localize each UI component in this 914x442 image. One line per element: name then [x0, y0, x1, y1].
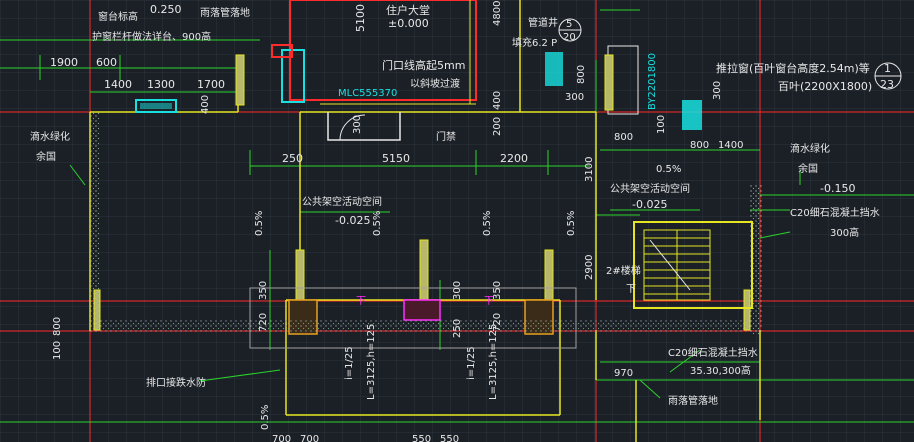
callout-right-num: 1	[884, 62, 891, 75]
callout-top-den: 20	[563, 32, 576, 43]
callout-top-num: 5	[566, 19, 572, 30]
text-stair: 2#楼梯	[606, 264, 641, 277]
dim-100: 100	[656, 115, 667, 134]
slope-05-d: 0.5%	[482, 211, 493, 236]
i-slope-a: i=1/25	[344, 346, 355, 380]
dim-250: 250	[282, 152, 303, 165]
text-louver-size: 百叶(2200X1800)	[778, 80, 872, 93]
text-planting-left-2: 余国	[36, 150, 56, 163]
dim-1400-b: 1400	[718, 140, 743, 151]
staircase[interactable]	[633, 221, 753, 309]
text-door-sill: 门口线高起5mm	[382, 58, 465, 72]
window-right-a[interactable]	[545, 52, 563, 86]
text-slope-transition: 以斜坡过渡	[410, 77, 460, 90]
dim-4800: 4800	[492, 1, 503, 26]
text-grille: 排口接跌水防	[146, 376, 206, 389]
window-top[interactable]	[271, 44, 305, 103]
dim-350-b: 350	[492, 281, 503, 300]
dim-800-c: 800	[690, 140, 709, 151]
dim-2200: 2200	[500, 152, 528, 165]
dim-300-porch: 300	[352, 115, 363, 134]
callout-right-den: 23	[880, 78, 894, 91]
dim-350-a: 350	[258, 281, 269, 300]
dim-2900: 2900	[584, 255, 595, 280]
text-c20-bottom-h: 35.30,300高	[690, 364, 751, 377]
slope-05-e: 0.5%	[566, 211, 577, 236]
planting-bottom	[90, 320, 760, 332]
text-gate: 门禁	[436, 130, 456, 143]
dim-100-b: 100	[52, 341, 63, 360]
text-planting-left-1: 滴水绿化	[30, 130, 70, 143]
dim-200: 200	[492, 117, 503, 136]
text-public-right: 公共架空活动空间	[610, 182, 690, 195]
text-c20-bottom: C20细石混凝土挡水	[668, 346, 758, 359]
text-louver-spec: 推拉窗(百叶窗台高度2.54m)等	[716, 61, 870, 75]
dim-800-d: 800	[52, 317, 63, 336]
text-tube-well: 管道井	[528, 16, 558, 29]
text-public-left-elev: -0.025	[335, 214, 370, 227]
planting-left	[90, 112, 100, 332]
porch-outline	[327, 112, 401, 141]
text-planting-right-1: 滴水绿化	[790, 142, 830, 155]
text-window-sill: 窗台标高	[98, 10, 138, 23]
window-left[interactable]	[135, 99, 177, 113]
text-model: MLC555370	[338, 88, 397, 99]
dim-600: 600	[96, 56, 117, 69]
text-c20-top: C20细石混凝土挡水	[790, 206, 880, 219]
dim-970: 970	[614, 368, 633, 379]
i-slope-b: i=1/25	[466, 346, 477, 380]
column-base-center	[403, 299, 441, 321]
text-household-elev: ±0.000	[388, 17, 429, 30]
slope-05-b: 0.5%	[254, 211, 265, 236]
l-slope-b: L=3125,h=125	[488, 324, 499, 400]
dim-bottom-700-b: 700	[300, 434, 319, 442]
dim-1400: 1400	[104, 78, 132, 91]
window-code: BY2201800	[647, 53, 658, 110]
slope-05-a: 0.5%	[656, 164, 681, 175]
dim-5150: 5150	[382, 152, 410, 165]
dim-800-b: 800	[614, 132, 633, 143]
dim-bottom-550-b: 550	[440, 434, 459, 442]
down-marker-b: 下	[484, 296, 494, 307]
down-marker-a: 下	[356, 296, 366, 307]
dim-bottom-550-a: 550	[412, 434, 431, 442]
text-rain-pipe-bottom: 雨落管落地	[668, 394, 718, 407]
text-parapet-note: 护窗栏杆做法详台、900高	[92, 30, 211, 43]
dim-1300: 1300	[147, 78, 175, 91]
text-planting-right-2: 余国	[798, 162, 818, 175]
text-sill-top: 0.250	[150, 3, 182, 16]
dim-bottom-700-a: 700	[272, 434, 291, 442]
dim-800-a: 800	[576, 65, 587, 84]
callout-top[interactable]	[558, 18, 582, 42]
text-public-left: 公共架空活动空间	[302, 195, 382, 208]
dim-300-c: 300	[712, 81, 723, 100]
dim-3100: 3100	[584, 157, 595, 182]
dim-5100: 5100	[354, 4, 367, 32]
door-swing	[339, 114, 366, 141]
dim-300-b: 300	[565, 92, 584, 103]
callout-right[interactable]	[874, 62, 902, 90]
text-c20-top-h: 300高	[830, 226, 859, 239]
leader-lines	[69, 9, 801, 399]
text-public-right-elev: -0.025	[632, 198, 667, 211]
text-stair-down: 下	[626, 284, 636, 295]
dim-720-a: 720	[258, 313, 269, 332]
dim-400-b: 400	[492, 91, 503, 110]
dim-300-d: 300	[452, 281, 463, 300]
text-right-elev: -0.150	[820, 182, 855, 195]
l-slope-a: L=3125,h=125	[366, 324, 377, 400]
text-rain-pipe: 雨落管落地	[200, 6, 250, 19]
base-band	[249, 287, 577, 349]
slope-05-f: 0.5%	[260, 405, 271, 430]
dim-250-b: 250	[452, 319, 463, 338]
dim-1900: 1900	[50, 56, 78, 69]
text-note-62: 填充6.2 P	[512, 36, 557, 49]
window-right-b[interactable]	[682, 100, 702, 130]
text-household: 住户大堂	[386, 3, 430, 17]
slope-05-c: 0.5%	[372, 211, 383, 236]
dim-720-b: 720	[492, 313, 503, 332]
dim-1700: 1700	[197, 78, 225, 91]
dim-400: 400	[200, 95, 211, 114]
